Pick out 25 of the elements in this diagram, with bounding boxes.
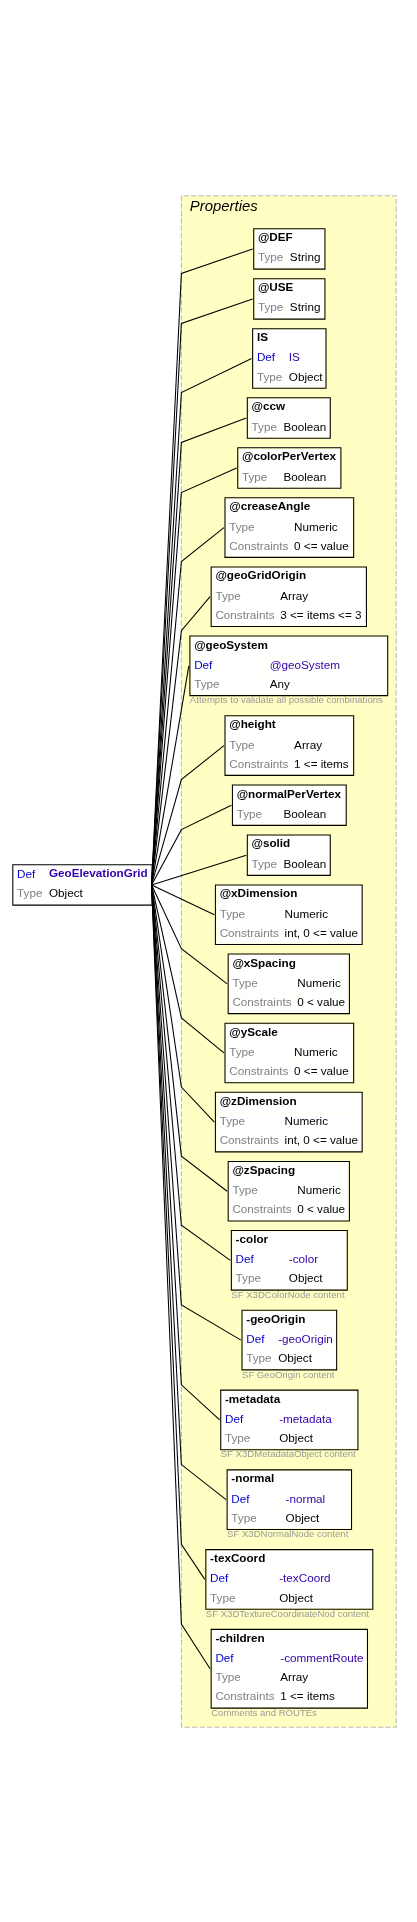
node-label: SF X3DNormalNode content bbox=[227, 1527, 349, 1539]
connector bbox=[151, 883, 242, 1341]
connector bbox=[151, 883, 221, 1420]
connector bbox=[151, 883, 231, 1261]
connector bbox=[151, 595, 211, 885]
connector bbox=[151, 883, 211, 1669]
connector bbox=[151, 664, 190, 885]
node-label: Attempts to validate all possible combinations bbox=[189, 693, 383, 705]
connector bbox=[151, 883, 215, 1123]
connector bbox=[151, 417, 247, 885]
connector bbox=[151, 883, 228, 984]
node-label: SF X3DMetadataObject content bbox=[220, 1447, 356, 1459]
connector bbox=[151, 883, 228, 1192]
node-label: SF X3DColorNode content bbox=[231, 1288, 345, 1300]
connector bbox=[151, 883, 225, 1053]
connector bbox=[151, 804, 232, 885]
connector bbox=[151, 854, 247, 885]
connector bbox=[151, 883, 227, 1500]
connector bbox=[151, 744, 225, 885]
connector bbox=[151, 467, 238, 885]
connector bbox=[151, 883, 215, 915]
node-label: Comments and ROUTEs bbox=[211, 1706, 317, 1718]
connector bbox=[151, 526, 225, 885]
node-label: SF X3DTextureCoordinateNod content bbox=[205, 1607, 370, 1619]
node-label: SF GeoOrigin content bbox=[242, 1368, 335, 1380]
